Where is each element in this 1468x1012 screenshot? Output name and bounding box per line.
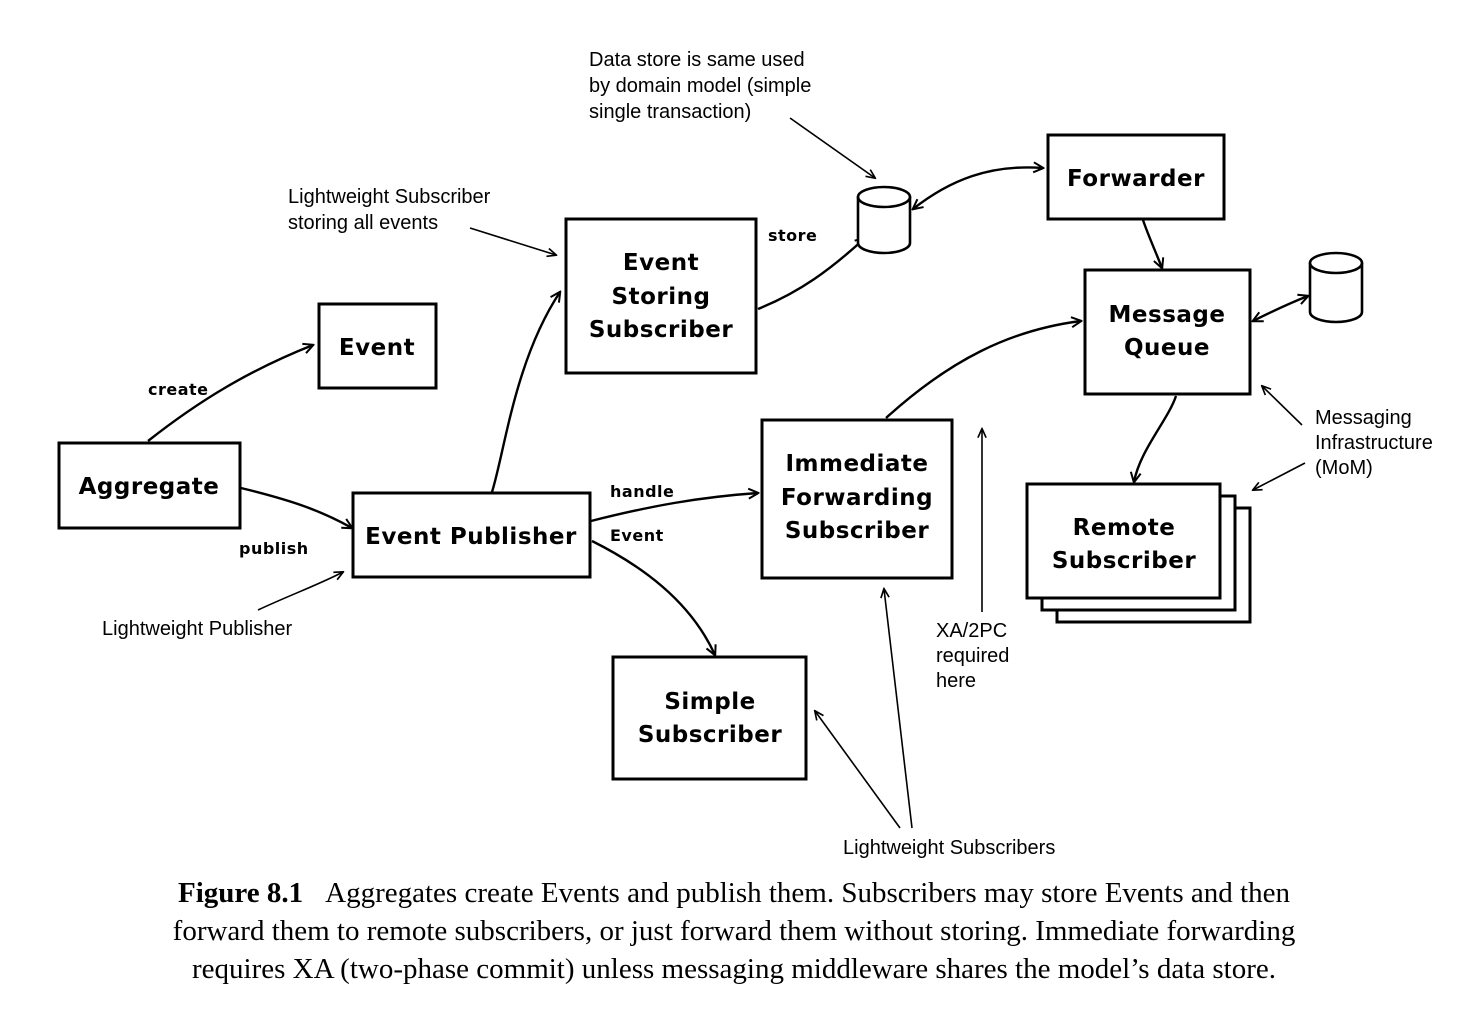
svg-text:Subscriber: Subscriber <box>785 518 930 544</box>
note-lightweight-publisher: Lightweight Publisher <box>102 618 292 640</box>
data-store-domain <box>856 185 912 255</box>
node-event-storing-subscriber: Event Storing Subscriber <box>564 217 758 375</box>
edge-aggregate-publish-publisher <box>240 486 352 528</box>
node-event-publisher: Event Publisher <box>351 491 592 579</box>
pointer-lightweight-publisher-note <box>257 572 343 611</box>
edge-label-event: Event <box>610 526 664 545</box>
svg-text:by domain model (simple: by domain model (simple <box>589 75 811 97</box>
caption-line-3: requires XA (two-phase commit) unless me… <box>191 953 1276 985</box>
edge-label-store: store <box>768 226 817 245</box>
edge-db-forwarder <box>913 167 1043 209</box>
svg-text:Simple: Simple <box>664 689 755 715</box>
edge-aggregate-create-event <box>147 345 313 442</box>
svg-text:Data store is same used: Data store is same used <box>589 49 805 71</box>
svg-text:here: here <box>936 670 976 692</box>
edge-label-create: create <box>148 380 209 399</box>
data-store-messaging <box>1308 251 1364 324</box>
svg-text:XA/2PC: XA/2PC <box>936 620 1007 642</box>
pointer-lightweight-subscribers-simple <box>815 711 901 829</box>
svg-text:required: required <box>936 645 1009 667</box>
architecture-diagram: Aggregate Event Event Publisher Event St… <box>57 49 1433 859</box>
svg-text:Message: Message <box>1109 302 1226 328</box>
note-messaging-infrastructure: Messaging Infrastructure (MoM) <box>1315 407 1433 479</box>
note-xa-2pc: XA/2PC required here <box>936 620 1009 692</box>
svg-text:(MoM): (MoM) <box>1315 457 1373 479</box>
edge-publisher-to-storing-subscriber <box>490 292 560 493</box>
svg-text:Subscriber: Subscriber <box>638 722 783 748</box>
edge-queue-db <box>1253 296 1308 321</box>
svg-text:Remote: Remote <box>1073 515 1176 541</box>
node-simple-subscriber: Simple Subscriber <box>611 655 808 781</box>
edge-label-publish: publish <box>239 539 309 558</box>
node-event: Event <box>317 302 438 390</box>
node-immediate-forwarding-subscriber: Immediate Forwarding Subscriber <box>760 418 954 580</box>
note-data-store: Data store is same used by domain model … <box>589 49 811 123</box>
svg-text:Infrastructure: Infrastructure <box>1315 432 1433 454</box>
edge-publisher-handle-immediate <box>590 493 758 523</box>
svg-text:Event: Event <box>339 335 415 361</box>
edge-queue-to-remote <box>1134 395 1178 482</box>
edge-forwarder-to-queue <box>1141 219 1162 268</box>
pointer-data-store-note <box>789 117 875 178</box>
svg-text:Messaging: Messaging <box>1315 407 1412 429</box>
edge-storing-subscriber-store-db <box>757 238 865 311</box>
svg-text:Immediate: Immediate <box>785 451 928 477</box>
pointer-lightweight-subscribers-immediate <box>884 589 913 829</box>
edge-label-handle: handle <box>610 482 674 501</box>
svg-text:Event Publisher: Event Publisher <box>365 524 577 550</box>
svg-text:Event: Event <box>623 250 699 276</box>
node-message-queue: Message Queue <box>1083 268 1252 396</box>
pointer-storing-subscriber-note <box>469 227 556 255</box>
svg-text:Forwarding: Forwarding <box>781 485 933 511</box>
pointer-mom-remote <box>1253 462 1306 490</box>
edge-publisher-to-simple-subscriber <box>591 539 715 655</box>
svg-text:Aggregate: Aggregate <box>79 474 220 500</box>
svg-text:single transaction): single transaction) <box>589 101 751 123</box>
svg-text:Subscriber: Subscriber <box>589 317 734 343</box>
edge-immediate-to-queue <box>885 321 1081 419</box>
svg-text:Lightweight Subscriber: Lightweight Subscriber <box>288 186 491 208</box>
node-forwarder: Forwarder <box>1046 133 1226 221</box>
svg-text:Queue: Queue <box>1124 335 1210 361</box>
caption-line-2: forward them to remote subscribers, or j… <box>172 915 1296 947</box>
note-lightweight-subscriber-storing: Lightweight Subscriber storing all event… <box>288 186 491 234</box>
svg-text:storing all events: storing all events <box>288 212 438 234</box>
svg-text:Forwarder: Forwarder <box>1067 166 1205 192</box>
svg-text:Subscriber: Subscriber <box>1052 548 1197 574</box>
figure-number: Figure 8.1 <box>178 877 304 909</box>
pointer-mom-queue <box>1262 386 1303 426</box>
node-remote-subscriber: Remote Subscriber <box>1025 482 1252 624</box>
note-lightweight-subscribers: Lightweight Subscribers <box>843 837 1055 859</box>
node-aggregate: Aggregate <box>57 441 242 530</box>
svg-text:Storing: Storing <box>612 284 711 310</box>
